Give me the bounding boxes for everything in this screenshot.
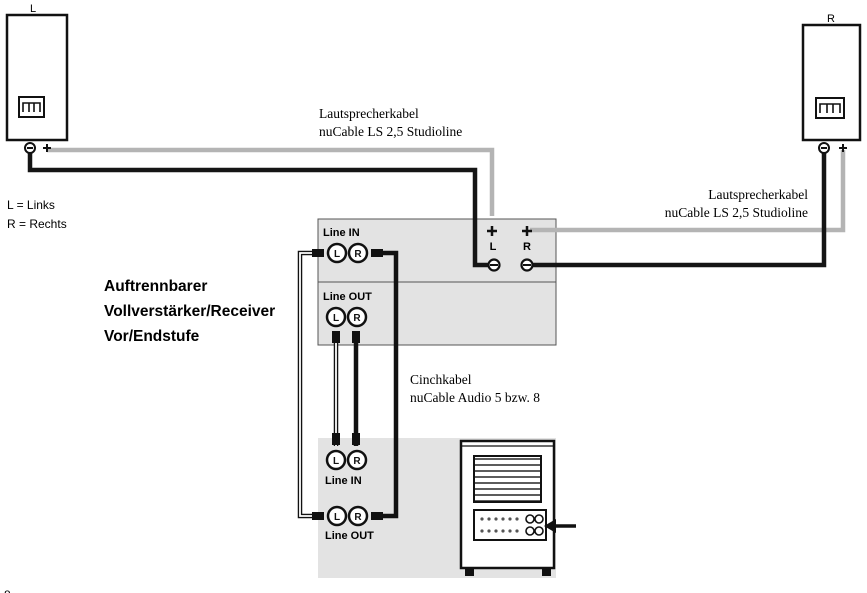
cinch-cable-outer-left (297, 250, 322, 519)
jack-label: R (353, 456, 361, 467)
amp-line-in-jack-right (347, 242, 369, 264)
page-number-fragment: 8 (4, 588, 11, 593)
sub-line-out-label: Line OUT (325, 530, 374, 542)
speaker-cable-right-minus (530, 150, 827, 268)
speaker-cable-label-1: Lautsprecherkabel (319, 106, 419, 121)
amp-terminal-l-label: L (490, 241, 497, 253)
amplifier-title-line-3: Vor/Endstufe (104, 328, 200, 345)
amp-line-in-label: Line IN (323, 227, 360, 239)
arrow-icon (544, 519, 576, 533)
amp-line-out-jack-left (325, 306, 347, 328)
amp-line-in-jack-left (326, 242, 348, 264)
left-speaker-label: L (30, 3, 36, 15)
speaker-cable-model-1: nuCable LS 2,5 Studioline (319, 124, 462, 139)
jack-label: L (333, 456, 339, 467)
cinch-plugs (312, 249, 383, 520)
right-speaker-label: R (827, 13, 835, 25)
sub-line-in-jack-left (325, 449, 347, 471)
left-speaker-terminals (24, 142, 51, 154)
speaker-cable-right-plus (530, 150, 846, 233)
speaker-cable-model-2: nuCable LS 2,5 Studioline (665, 205, 808, 220)
subwoofer-connector-panel (473, 509, 547, 541)
amp-line-out-label: Line OUT (323, 291, 372, 303)
right-speaker (801, 23, 862, 142)
legend-links: L = Links (7, 198, 55, 212)
amplifier-title-line-1: Auftrennbarer (104, 278, 207, 295)
amp-speaker-terminals (487, 226, 534, 272)
legend-rechts: R = Rechts (7, 217, 67, 231)
amplifier-title-line-2: Vollverstärker/Receiver (104, 303, 275, 320)
sub-line-out-jack-right (347, 505, 369, 527)
sub-line-in-label: Line IN (325, 475, 362, 487)
cinch-cable-model: nuCable Audio 5 bzw. 8 (410, 390, 540, 405)
cinch-cable-outer-right (373, 250, 399, 519)
jack-label: L (334, 249, 340, 260)
jack-label: L (334, 512, 340, 523)
jack-label: R (353, 313, 361, 324)
speaker-cable-left-plus (47, 147, 495, 216)
cinch-cable-label: Cinchkabel (410, 372, 472, 387)
jack-label: R (354, 512, 362, 523)
speaker-cable-left-minus (27, 150, 490, 268)
left-speaker (5, 13, 69, 142)
amp-terminal-r-label: R (523, 241, 531, 253)
jack-label: L (333, 313, 339, 324)
subwoofer-grille (473, 455, 542, 503)
sub-line-out-jack-left (326, 505, 348, 527)
amp-line-out-jack-right (346, 306, 368, 328)
speaker-cable-label-2: Lautsprecherkabel (708, 187, 808, 202)
jack-label: R (354, 249, 362, 260)
right-speaker-terminals (818, 142, 847, 154)
sub-line-in-jack-right (346, 449, 368, 471)
subwoofer (459, 439, 556, 576)
